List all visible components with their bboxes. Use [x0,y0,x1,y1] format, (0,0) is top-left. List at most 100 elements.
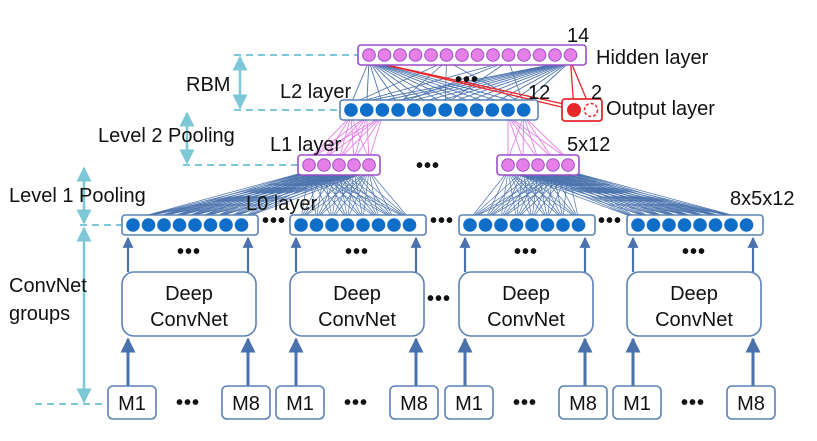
output-count-label: 2 [591,82,602,104]
node [470,48,485,62]
l1-to-l0-connection [132,170,310,220]
l2-to-l1-connection [353,115,383,160]
l1-to-l0-connection [567,170,654,220]
input-box-last [389,385,439,420]
l1-to-l0-connection [567,170,670,220]
node [501,103,515,117]
guide-lines [35,54,358,405]
node [739,218,754,232]
input-ellipsis: ••• [513,392,537,414]
l2-to-l1-connection [523,115,539,160]
node [571,218,586,232]
l2-to-l1-connection [368,115,383,160]
l2-to-l1-connection [308,115,352,160]
hidden-to-l2-connection [368,60,383,105]
input-box-last [558,385,608,420]
hidden-to-l2-connection [397,60,447,105]
node [478,218,493,232]
node [556,218,570,232]
l0-layer-group [458,214,596,236]
output-layer-label: Output layer [606,98,715,120]
node [693,218,707,232]
hidden-to-l2-connection [350,60,447,105]
node [563,48,578,62]
deep-convnet-label-line2: ConvNet [655,309,733,331]
node [469,103,484,117]
node [408,48,423,62]
l1-to-l0-connection [567,170,716,220]
input-label-first: M1 [286,393,314,415]
node [126,218,140,232]
l1-to-l0-connection [347,170,370,220]
group-ellipsis: ••• [427,288,451,310]
l1-to-l0-connection [368,170,379,220]
node [454,103,468,117]
hidden-to-l2-connection [444,60,447,105]
l1-to-l0-connection [163,170,370,220]
l0-layer-group [289,214,427,236]
node [219,218,233,232]
l2-to-l1-connection [507,115,525,160]
node [424,48,438,62]
node [309,218,324,232]
l0-ellipsis: ••• [345,241,369,263]
hidden-to-l2-connection [368,60,524,105]
l1-to-l0-connection [368,170,395,220]
node [203,218,218,232]
l1-to-l0-connection [469,170,524,220]
convnet-groups-label-line2: groups [9,303,70,325]
l1-layer-left [297,154,381,176]
deep-convnet-label-line1: Deep [333,283,381,305]
deep-convnet-label-line2: ConvNet [150,309,228,331]
input-box-first [612,385,662,420]
node [438,103,453,117]
l2-to-l1-connection [522,115,525,160]
hidden-to-l2-connection [368,60,509,105]
input-label-first: M1 [455,393,483,415]
node [501,158,515,172]
hidden-to-l2-connection [429,60,571,105]
node [347,158,361,172]
l1-to-l0-connection [331,170,370,220]
node [402,218,417,232]
l0-ellipsis: ••• [514,241,538,263]
input-label-first: M1 [623,393,651,415]
l2-count-label: 12 [528,82,550,104]
l1-to-l0-connection [210,170,370,220]
deep-convnet-label-line1: Deep [670,283,718,305]
output-node [583,102,599,118]
node [439,48,454,62]
deep-convnet-label-line1: Deep [502,283,550,305]
l0-size-label: 8x5x12 [730,188,795,210]
hidden-to-output-connection [368,60,592,111]
l1-to-l0-connection [132,170,355,220]
hidden-to-l2-connection [368,60,446,105]
node [561,158,575,172]
hidden-to-l2-connection [476,60,571,105]
node [234,218,249,232]
output-layer [561,98,603,122]
deep-convnet-box [458,271,594,337]
deep-convnet-box [626,271,762,337]
node [455,48,469,62]
node [708,218,723,232]
deep-convnet-box [289,271,425,337]
node [677,218,692,232]
input-label-last: M8 [569,393,597,415]
input-label-last: M8 [232,393,260,415]
node [302,158,316,172]
node [371,218,386,232]
node [662,218,676,232]
node [516,103,531,117]
l1-to-l0-connection [547,170,569,220]
node [525,218,539,232]
hidden-layer-label: Hidden layer [596,47,709,69]
hidden-to-l2-connection [413,60,571,105]
group-ellipsis: ••• [430,210,454,232]
l2-to-l1-connection [308,115,383,160]
node [546,158,560,172]
hidden-to-l2-connection [444,60,509,105]
group-ellipsis: ••• [262,210,286,232]
l2-to-l1-connection [308,115,367,160]
